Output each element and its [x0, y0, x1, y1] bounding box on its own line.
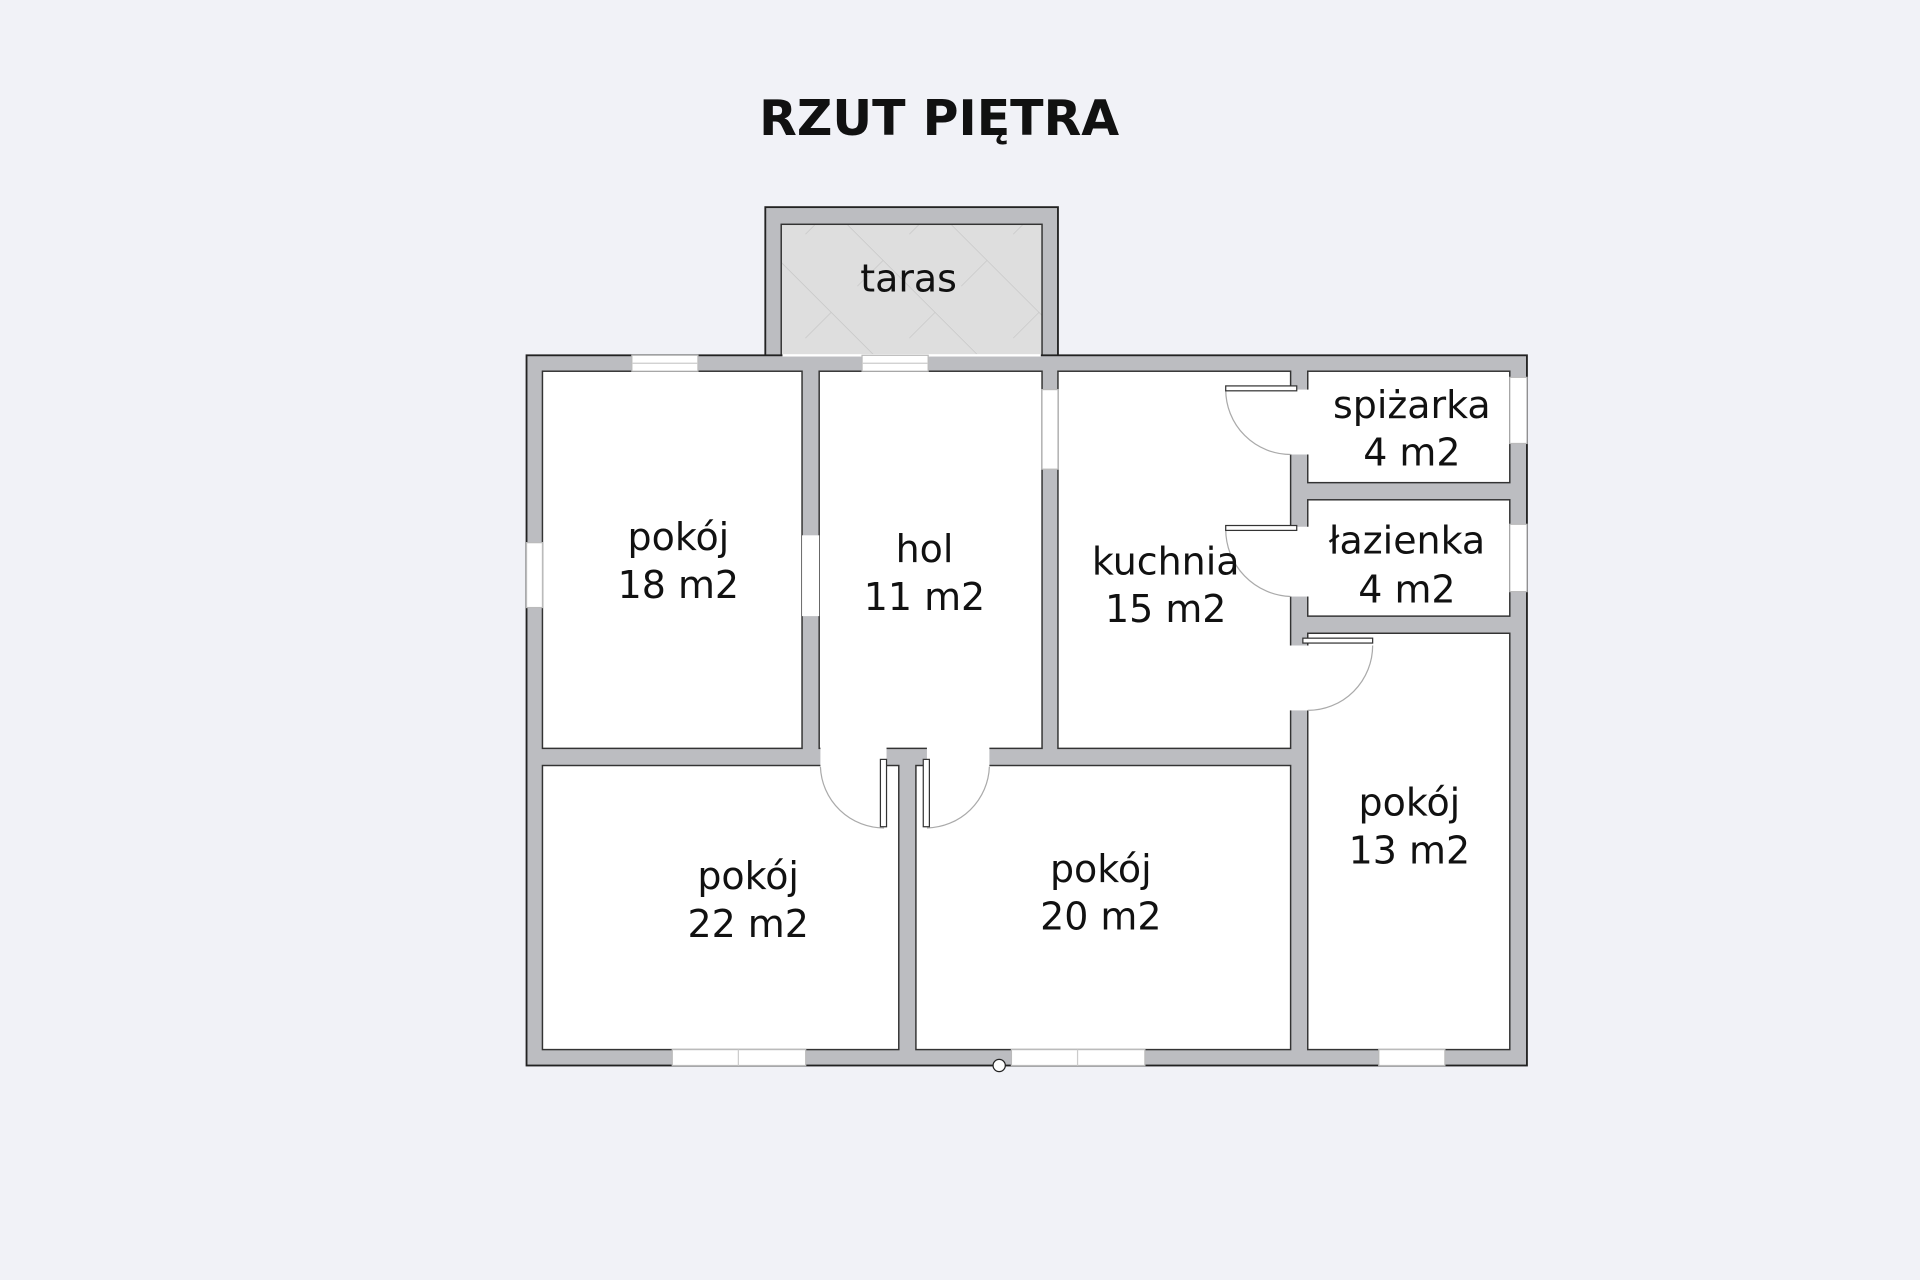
room-name: hol: [896, 527, 954, 571]
room-spizarka: [1307, 370, 1511, 484]
room-name: pokój: [1359, 781, 1461, 825]
opening: [802, 535, 820, 617]
room-area: 4 m2: [1358, 568, 1455, 612]
entrance-marker: [992, 1058, 1006, 1073]
doors: [819, 385, 1374, 829]
room-area: 11 m2: [864, 575, 985, 619]
windows: [525, 354, 1528, 1067]
room-kuchnia: [1057, 370, 1292, 750]
plan-title: RZUT PIĘTRA: [759, 90, 1119, 147]
room-area: 4 m2: [1363, 431, 1460, 475]
room-area: 20 m2: [1040, 895, 1161, 939]
room-pokoj-18: [541, 370, 803, 750]
room-hol: [818, 370, 1043, 750]
room-name: pokój: [697, 854, 799, 898]
room-pokoj-13: [1307, 632, 1511, 1051]
room-name: pokój: [1050, 847, 1152, 891]
room-name: łazienka: [1329, 519, 1485, 563]
room-name: pokój: [628, 515, 730, 559]
opening: [1041, 388, 1059, 470]
room-pokoj-20: [915, 764, 1292, 1051]
terrace-floor: [780, 223, 1043, 357]
room-area: 15 m2: [1105, 587, 1226, 631]
room-name: kuchnia: [1092, 539, 1240, 583]
room-area: 18 m2: [618, 563, 739, 607]
room-name: spiżarka: [1333, 383, 1491, 427]
room-area: 13 m2: [1349, 828, 1470, 872]
room-lazienka: [1307, 499, 1511, 617]
room-area: 22 m2: [687, 902, 808, 946]
room-name: taras: [860, 257, 957, 301]
